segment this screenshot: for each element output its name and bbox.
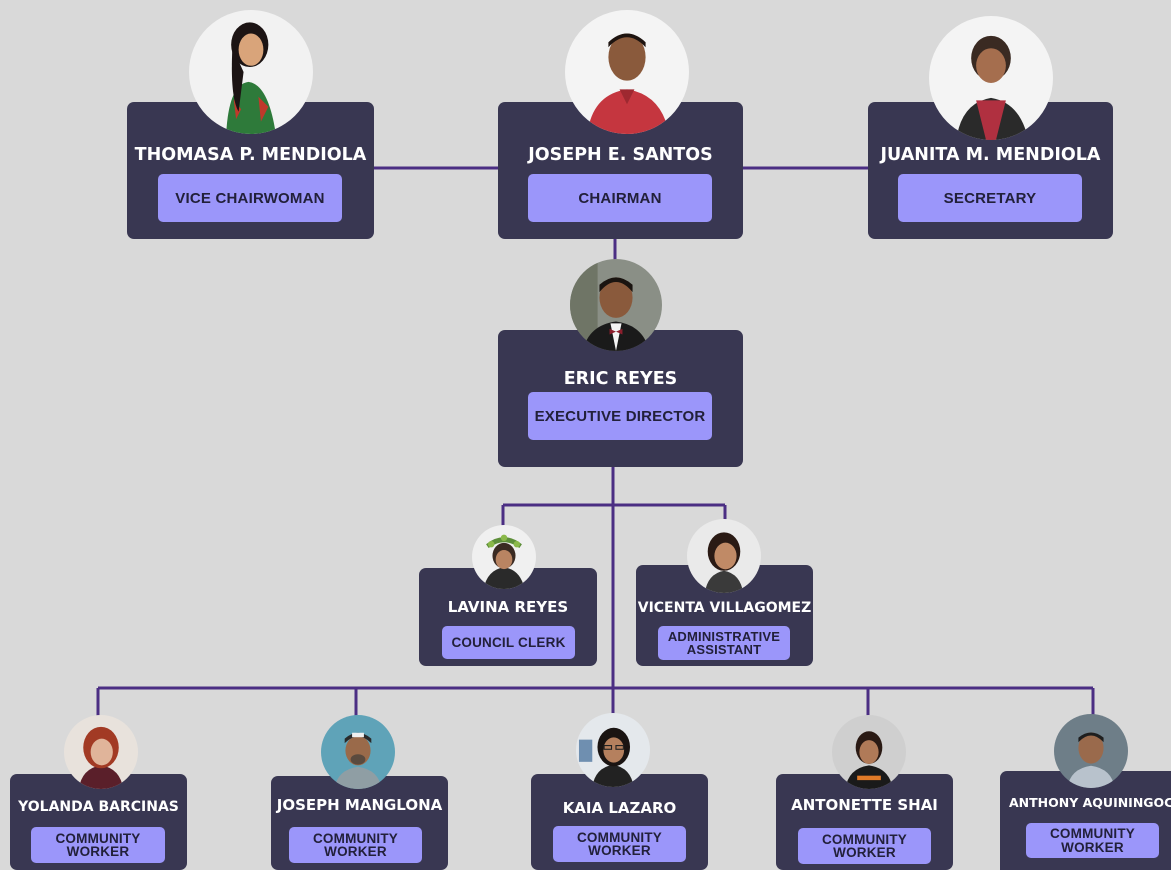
- avatar-photo: [832, 715, 906, 789]
- avatar-photo: [687, 519, 761, 593]
- card-joseph-manglona: JOSEPH MANGLONA COMMUNITY WORKER: [271, 776, 448, 870]
- person-name: JOSEPH MANGLONA: [276, 796, 443, 814]
- person-name: YOLANDA BARCINAS: [18, 799, 179, 815]
- avatar-photo: [565, 10, 689, 134]
- role-badge: COMMUNITY WORKER: [1026, 823, 1159, 858]
- card-yolanda-barcinas: YOLANDA BARCINAS COMMUNITY WORKER: [10, 774, 187, 870]
- role-badge: COMMUNITY WORKER: [289, 827, 422, 863]
- avatar-photo: [929, 16, 1053, 140]
- avatar-photo: [1054, 714, 1128, 788]
- card-antonette-shai: ANTONETTE SHAI COMMUNITY WORKER: [776, 774, 953, 870]
- person-name: LAVINA REYES: [447, 598, 569, 616]
- role-badge: COMMUNITY WORKER: [553, 826, 686, 862]
- role-badge: SECRETARY: [898, 174, 1082, 222]
- person-name: KAIA LAZARO: [562, 799, 677, 817]
- person-name: ERIC REYES: [563, 369, 678, 389]
- person-name: JOSEPH E. SANTOS: [528, 145, 713, 165]
- avatar-photo: [472, 525, 536, 589]
- card-vicenta-villagomez: VICENTA VILLAGOMEZ ADMINISTRATIVE ASSIST…: [636, 565, 813, 666]
- person-name: THOMASA P. MENDIOLA: [134, 145, 367, 165]
- role-badge: COUNCIL CLERK: [442, 626, 575, 659]
- person-name: JUANITA M. MENDIOLA: [880, 145, 1101, 165]
- avatar-photo: [321, 715, 395, 789]
- avatar-photo: [576, 713, 650, 787]
- role-badge: COMMUNITY WORKER: [798, 828, 931, 864]
- role-badge: VICE CHAIRWOMAN: [158, 174, 342, 222]
- role-badge: ADMINISTRATIVE ASSISTANT: [658, 626, 790, 660]
- person-name: VICENTA VILLAGOMEZ: [637, 600, 812, 616]
- role-badge: EXECUTIVE DIRECTOR: [528, 392, 712, 440]
- avatar-photo: [189, 10, 313, 134]
- role-badge: CHAIRMAN: [528, 174, 712, 222]
- role-badge: COMMUNITY WORKER: [31, 827, 165, 863]
- person-name: ANTONETTE SHAI: [791, 796, 938, 814]
- card-kaia-lazaro: KAIA LAZARO COMMUNITY WORKER: [531, 774, 708, 870]
- avatar-photo: [64, 715, 138, 789]
- avatar-photo: [570, 259, 662, 351]
- card-eric-reyes: ERIC REYES EXECUTIVE DIRECTOR: [498, 330, 743, 467]
- card-thomasa-mendiola: THOMASA P. MENDIOLA VICE CHAIRWOMAN: [127, 102, 374, 239]
- person-name: ANTHONY AQUININGOC: [1009, 795, 1171, 810]
